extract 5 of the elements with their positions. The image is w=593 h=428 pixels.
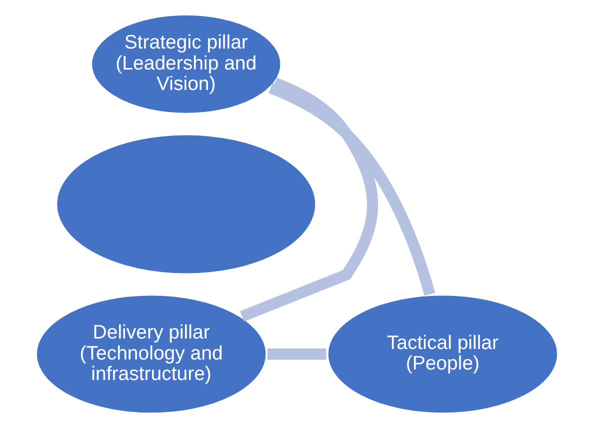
connector	[266, 348, 326, 360]
connector	[268, 82, 435, 296]
connector	[239, 78, 378, 322]
node-ellipse: Delivery pillar (Technology and infrastructure)	[34, 292, 268, 416]
node-ellipse: Tactical pillar (People)	[325, 292, 560, 416]
